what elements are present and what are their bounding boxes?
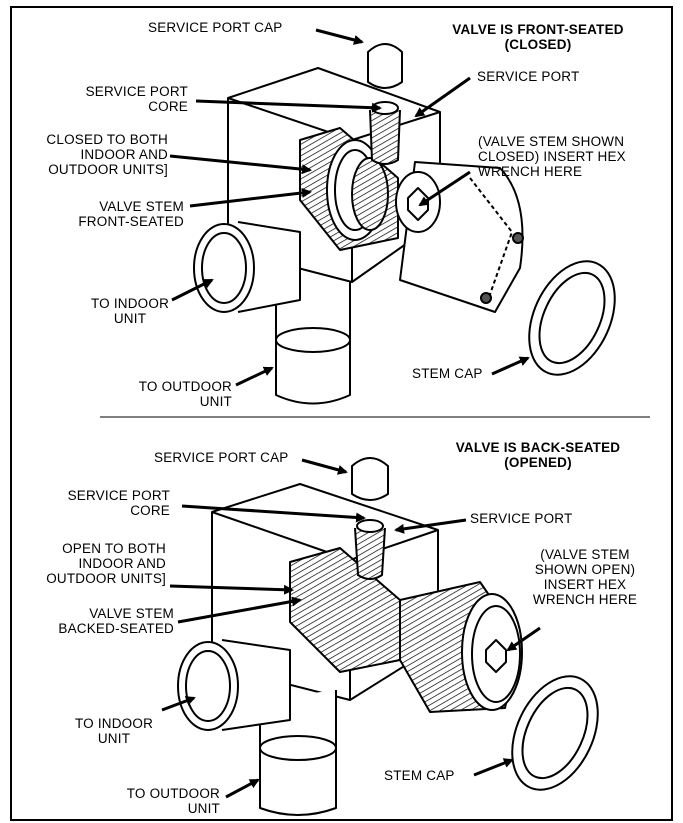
top-closed-note-label: CLOSED TO BOTH INDOOR AND OUTDOOR UNITS] [46,132,168,177]
top-hex-note-label: (VALVE STEM SHOWN CLOSED) INSERT HEX WRE… [478,134,626,179]
top-stem-cap-label: STEM CAP [412,366,483,381]
bottom-service-port-cap-label: SERVICE PORT CAP [154,450,289,465]
bottom-to-indoor-label: TO INDOOR UNIT [74,716,154,746]
top-title-line-1: VALVE IS FRONT-SEATED [452,22,624,37]
top-title-line-2: (CLOSED) [504,37,572,52]
front-seated-valve [193,43,616,405]
top-panel-title: VALVE IS FRONT-SEATED (CLOSED) [428,22,648,52]
back-seated-valve [177,457,599,816]
bottom-valve-stem-label: VALVE STEM BACKED-SEATED [58,606,174,636]
bottom-arrows [161,458,541,799]
top-arrows [169,28,530,387]
bottom-hex-note-label: (VALVE STEM SHOWN OPEN) INSERT HEX WRENC… [532,547,638,607]
bottom-open-note-label: OPEN TO BOTH INDOOR AND OUTDOOR UNITS] [46,541,166,586]
top-valve-stem-label: VALVE STEM FRONT-SEATED [78,199,184,229]
top-service-port-label: SERVICE PORT [477,69,580,84]
top-to-indoor-label: TO INDOOR UNIT [90,296,170,326]
bottom-title-line-1: VALVE IS BACK-SEATED [455,440,621,455]
bottom-panel-title: VALVE IS BACK-SEATED (OPENED) [428,440,648,470]
bottom-to-outdoor-label: TO OUTDOOR UNIT [126,786,220,816]
bottom-service-port-label: SERVICE PORT [470,511,573,526]
bottom-stem-cap-label: STEM CAP [384,768,455,783]
bottom-service-port-core-label: SERVICE PORT CORE [67,488,170,518]
top-service-port-cap-label: SERVICE PORT CAP [148,20,283,35]
top-to-outdoor-label: TO OUTDOOR UNIT [138,379,232,409]
top-service-port-core-label: SERVICE PORT CORE [85,84,188,114]
bottom-title-line-2: (OPENED) [504,455,572,470]
